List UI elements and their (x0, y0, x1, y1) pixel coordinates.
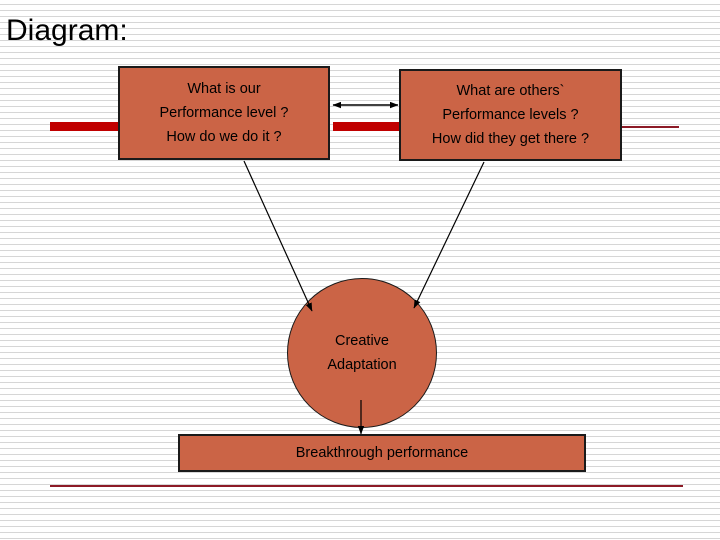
creative-adaptation-line-2: Adaptation (327, 357, 397, 373)
red-accent-bar-left (50, 122, 120, 131)
arrow-right-box-to-circle (413, 161, 485, 309)
others-performance-box[interactable]: What are others` Performance levels ? Ho… (399, 69, 622, 161)
our-performance-box-line-3: How do we do it ? (166, 129, 282, 145)
our-performance-box[interactable]: What is our Performance level ? How do w… (118, 66, 330, 160)
our-performance-box-line-1: What is our (187, 81, 261, 97)
page-title: Diagram: (6, 14, 128, 47)
others-performance-box-line-2: Performance levels ? (442, 107, 579, 123)
others-performance-box-line-1: What are others` (456, 83, 565, 99)
thin-red-rule-right (622, 126, 679, 128)
others-performance-box-line-3: How did they get there ? (431, 131, 590, 147)
arrow-left-box-to-circle (243, 160, 313, 312)
our-performance-box-line-2: Performance level ? (159, 105, 289, 121)
creative-adaptation-circle[interactable]: Creative Adaptation (287, 278, 437, 428)
thin-red-rule-bottom (50, 485, 683, 487)
breakthrough-performance-label: Breakthrough performance (295, 445, 469, 461)
breakthrough-performance-bar[interactable]: Breakthrough performance (178, 434, 586, 472)
red-accent-bar-middle (333, 122, 401, 131)
creative-adaptation-line-1: Creative (335, 333, 389, 349)
